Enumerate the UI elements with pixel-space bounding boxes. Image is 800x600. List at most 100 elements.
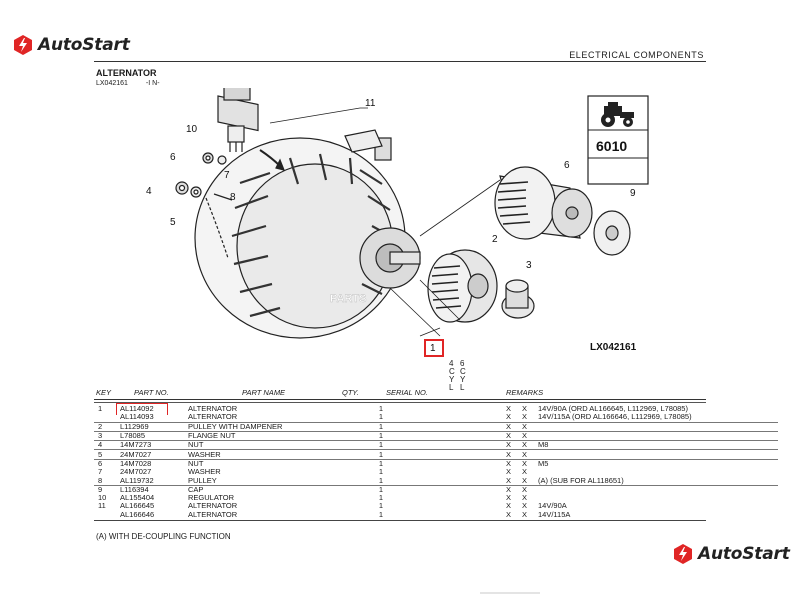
model-4cyl-cell: X: [506, 449, 522, 460]
cap: [593, 210, 631, 256]
remarks-cell: (A) (SUB FOR AL118651): [538, 476, 778, 486]
serial-cell: [410, 449, 506, 460]
remarks-cell: [538, 449, 778, 460]
part-number-cell: AL114093: [120, 413, 188, 423]
model-box: 6010: [587, 95, 649, 185]
part-name-cell: NUT: [188, 440, 352, 451]
serial-cell: [410, 440, 506, 451]
serial-cell: [410, 405, 506, 413]
callout-8: 8: [230, 192, 236, 203]
part-number-cell: AL166645: [120, 501, 155, 511]
remarks-cell: [538, 422, 778, 432]
part-number-cell: L116394: [120, 484, 149, 494]
callout-10: 10: [186, 124, 198, 135]
alternator-shaft: [389, 251, 421, 265]
divider: [94, 399, 706, 400]
qty-cell: 1: [378, 509, 384, 519]
part-number-cell: AL166646: [120, 509, 155, 519]
callout-6: 6: [564, 160, 570, 171]
model-6cyl-cell: X: [522, 509, 528, 519]
model-6cyl-cell: X: [522, 484, 528, 494]
serial-cell: [410, 485, 506, 494]
divider: [480, 592, 540, 594]
model-4cyl-cell: X: [506, 422, 522, 432]
key-cell: 8: [94, 476, 120, 486]
part-name-cell: ALTERNATOR: [188, 413, 352, 423]
part-name-cell: ALTERNATOR: [188, 501, 238, 511]
part-name-cell: WASHER: [188, 449, 352, 460]
section-heading: ELECTRICAL COMPONENTS: [569, 50, 704, 60]
brand-name: AutoStart: [698, 544, 790, 564]
model-6cyl-cell: X: [522, 422, 538, 432]
callout-11: 11: [365, 98, 376, 109]
serial-cell: [410, 431, 506, 442]
part-name-cell: CAP: [188, 484, 204, 494]
qty-cell: 1: [378, 493, 384, 503]
remarks-cell: M5: [538, 458, 549, 468]
serial-cell: [410, 502, 506, 510]
model-4cyl-cell: X: [506, 509, 512, 519]
remarks-cell: 14V/115A (ORD AL166646, L112969, L78085): [538, 413, 778, 423]
tractor-icon: [601, 102, 634, 127]
col-serial: SERIAL NO.: [386, 388, 428, 397]
remarks-cell: 14V/90A (ORD AL166645, L112969, L78085): [538, 404, 688, 414]
part-number-cell: 14M7028: [120, 458, 152, 468]
alternator-exploded-diagram: 11 10 6 4 5 7 8 6 9 2 3 1 LX042161 PARTS…: [146, 88, 649, 354]
col-part-no: PART NO.: [134, 388, 169, 397]
model-4cyl-cell: X: [506, 476, 522, 486]
key-cell: [94, 413, 120, 423]
col-key: KEY: [96, 388, 112, 397]
divider: [94, 402, 706, 403]
qty-cell: 1: [378, 458, 384, 468]
model-6cyl-cell: X: [522, 431, 538, 442]
autostart-logo-icon: [674, 544, 692, 564]
brand-name: AutoStart: [38, 35, 130, 55]
remarks-cell: [538, 485, 778, 494]
page-title: ALTERNATOR: [96, 68, 157, 78]
part-number-cell: L112969: [120, 422, 188, 432]
part-name-cell: ALTERNATOR: [188, 404, 238, 414]
callout-3: 3: [526, 260, 532, 271]
remarks-cell: 14V/90A: [538, 501, 567, 511]
watermark: PARTS: [330, 293, 366, 305]
key-cell: [94, 511, 120, 519]
col-qty: QTY.: [342, 388, 359, 397]
model-6cyl-cell: X: [522, 476, 538, 486]
qty-cell: 1: [352, 440, 410, 451]
part-number-cell: 24M7027: [120, 449, 188, 460]
diagram-code: LX042161: [590, 342, 637, 353]
part-number-cell: AL155404: [120, 493, 155, 503]
key-cell: 9: [98, 484, 103, 494]
part-name-cell: REGULATOR: [188, 493, 234, 503]
brand-logo[interactable]: AutoStart: [12, 34, 130, 56]
autostart-logo-icon: [14, 35, 32, 55]
qty-cell: 1: [352, 431, 410, 442]
brand-logo-bottom[interactable]: AutoStart: [672, 543, 790, 565]
model-4cyl-cell: X: [506, 413, 522, 423]
model-4cyl-cell: X: [506, 467, 512, 477]
model-6cyl-cell: X: [522, 501, 528, 511]
divider: [94, 520, 706, 521]
callout-5: 5: [170, 217, 176, 228]
col-remarks: REMARKS: [506, 388, 544, 397]
part-number-cell: 14M7273: [120, 440, 188, 451]
callout-9: 9: [630, 188, 636, 199]
key-cell: 11: [98, 501, 106, 511]
callout-6-small: 6: [170, 152, 176, 163]
part-name-cell: FLANGE NUT: [188, 431, 352, 442]
